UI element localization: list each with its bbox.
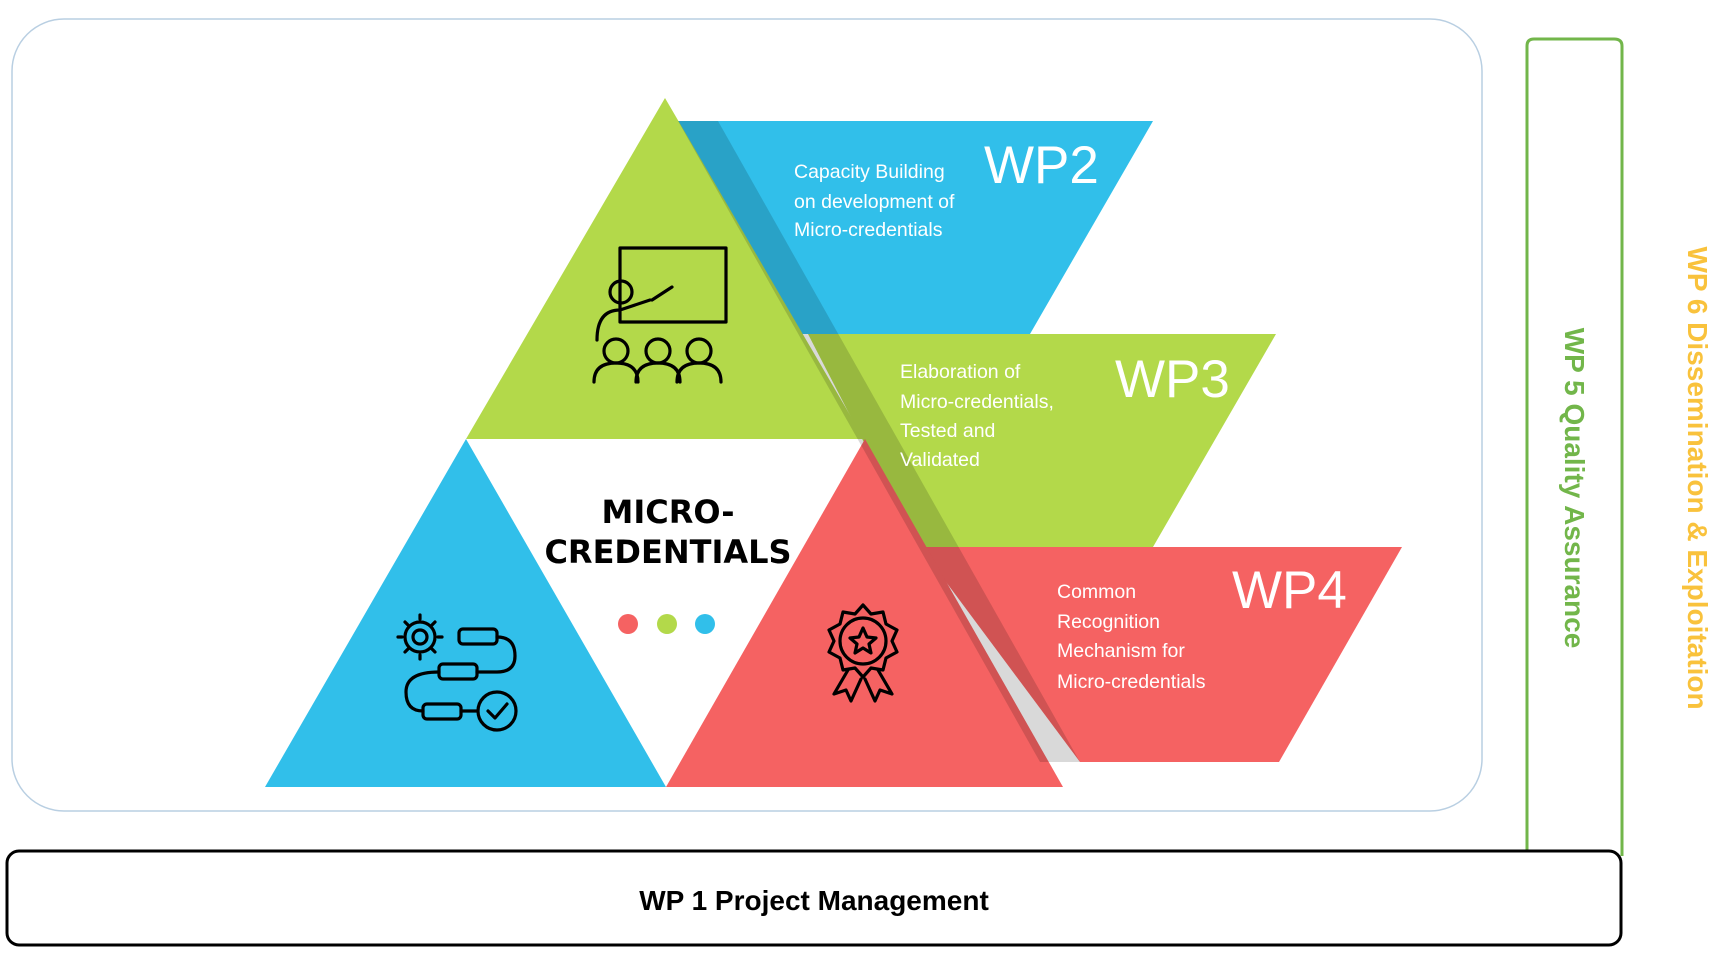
wp5-label: WP 5 Quality Assurance bbox=[1559, 328, 1590, 649]
teacher-presentation-icon bbox=[592, 246, 728, 384]
wp1-bar bbox=[5, 849, 1623, 947]
center-title-line1: MICRO- bbox=[602, 493, 735, 531]
wp1-label: WP 1 Project Management bbox=[639, 885, 989, 916]
wp4-line2: Recognition bbox=[1057, 611, 1160, 633]
wp3-title: WP3 bbox=[1115, 350, 1230, 409]
wp3-line1: Elaboration of bbox=[900, 361, 1021, 383]
process-workflow-icon bbox=[396, 613, 518, 732]
center-dot-green bbox=[657, 614, 677, 634]
wp6-label: WP 6 Dissemination & Exploitation bbox=[1682, 246, 1713, 709]
wp3-line3: Tested and bbox=[900, 420, 995, 442]
wp3-shape bbox=[808, 334, 1276, 547]
right-triangle bbox=[666, 439, 1063, 787]
wp4-shape bbox=[920, 547, 1402, 762]
center-dot-blue bbox=[695, 614, 715, 634]
wp3-line4: Validated bbox=[900, 449, 980, 471]
wp5-bracket bbox=[1525, 37, 1624, 856]
wp4-title: WP4 bbox=[1232, 561, 1347, 620]
award-badge-icon bbox=[827, 603, 899, 703]
wp2-line3: Micro-credentials bbox=[794, 219, 943, 241]
wp4-line1: Common bbox=[1057, 581, 1136, 603]
top-triangle bbox=[466, 98, 864, 439]
wp2-line1: Capacity Building bbox=[794, 161, 945, 183]
wp2-shape bbox=[678, 121, 1153, 334]
wp4-line4: Micro-credentials bbox=[1057, 671, 1206, 693]
center-dot-red bbox=[618, 614, 638, 634]
wp2-title: WP2 bbox=[984, 136, 1099, 195]
wp2-line2: on development of bbox=[794, 191, 955, 213]
left-triangle bbox=[265, 439, 666, 787]
wp3-line2: Micro-credentials, bbox=[900, 391, 1054, 413]
diagonal-shadow-band bbox=[678, 121, 1080, 762]
wp4-line3: Mechanism for bbox=[1057, 640, 1185, 662]
center-title-line2: CREDENTIALS bbox=[544, 533, 791, 571]
